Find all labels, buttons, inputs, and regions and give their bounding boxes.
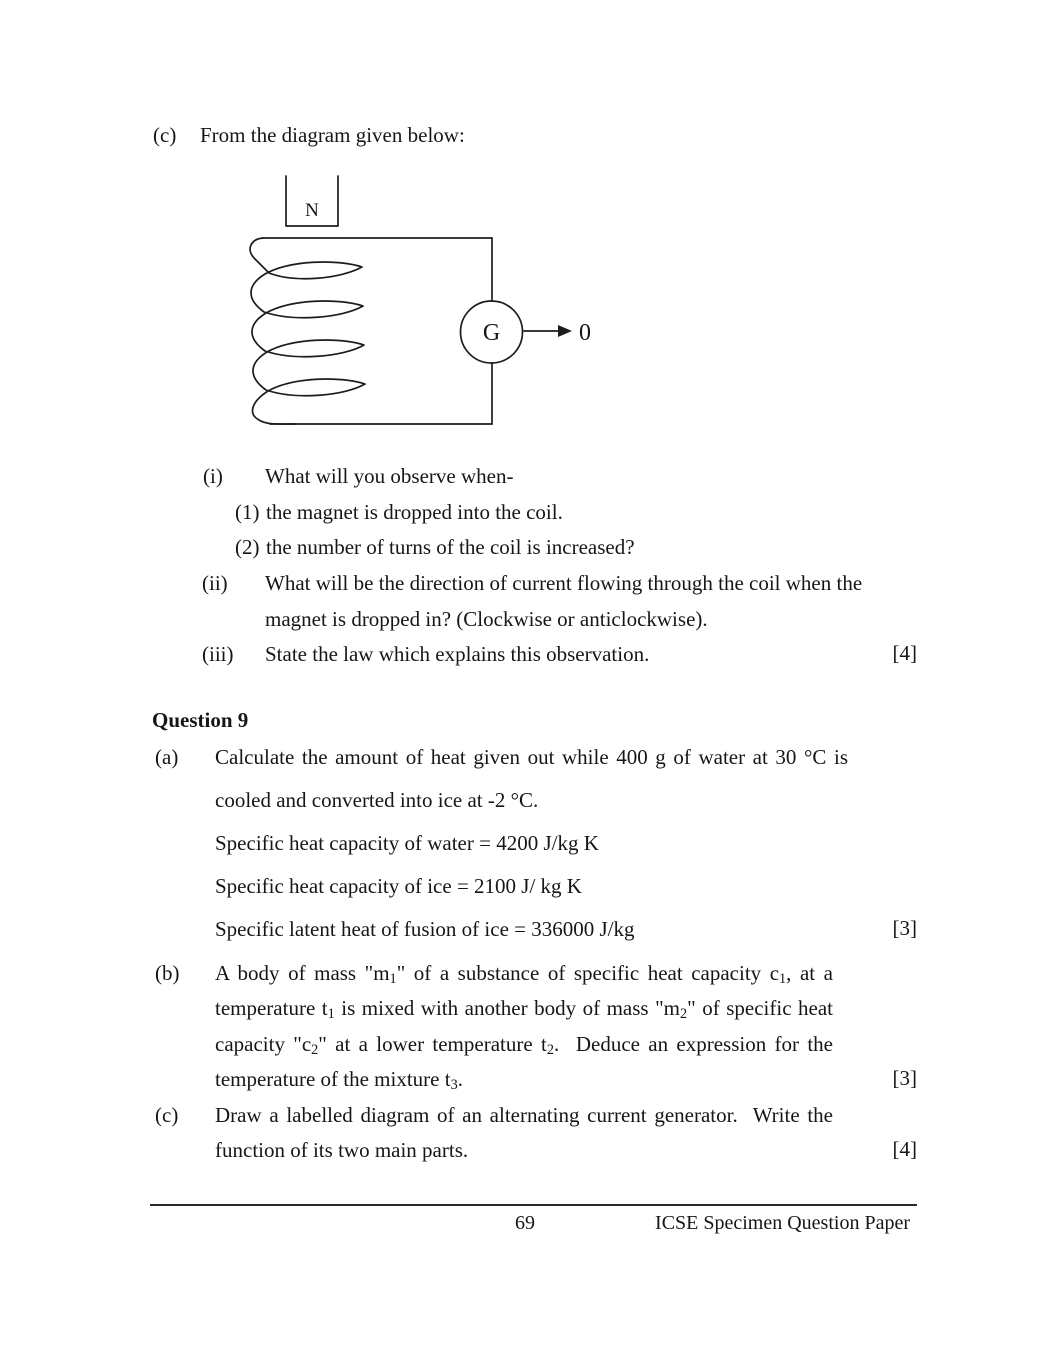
footer-source: ICSE Specimen Question Paper xyxy=(655,1212,910,1234)
item-ii-line1: What will be the direction of current fl… xyxy=(265,571,863,595)
galvanometer-label: G xyxy=(483,320,500,346)
part-b-label: (b) xyxy=(155,961,180,985)
part-a-line2: cooled and converted into ice at -2 °C. xyxy=(215,788,539,812)
part-a-data-ice: Specific heat capacity of ice = 2100 J/ … xyxy=(215,874,582,898)
marks-c: [4] xyxy=(892,1137,918,1161)
question-9-heading: Question 9 xyxy=(152,708,249,732)
item-ii-label: (ii) xyxy=(202,571,228,595)
item-iii-text: State the law which explains this observ… xyxy=(265,642,650,666)
part-c2-label: (c) xyxy=(155,1103,179,1127)
part-b-line2: temperature t1 is mixed with another bod… xyxy=(215,996,834,1023)
marks-b: [3] xyxy=(892,1066,918,1090)
circuit-diagram: N G 0 xyxy=(249,175,591,425)
item-i-text: What will you observe when- xyxy=(265,464,514,488)
arrow-head-icon xyxy=(558,325,572,337)
part-c-title: From the diagram given below: xyxy=(200,123,465,147)
part-c-line1: Draw a labelled diagram of an alternatin… xyxy=(215,1103,833,1127)
item-i-part1-label: (1) xyxy=(235,500,260,524)
part-c-line2: function of its two main parts. xyxy=(215,1138,469,1162)
marks-iii: [4] xyxy=(892,641,918,665)
page-number: 69 xyxy=(515,1212,535,1234)
part-a-label: (a) xyxy=(155,745,179,769)
part-a-data-fusion: Specific latent heat of fusion of ice = … xyxy=(215,917,635,941)
galvanometer-circle xyxy=(459,300,524,364)
item-ii-line2: magnet is dropped in? (Clockwise or anti… xyxy=(265,607,708,631)
magnet-pole-label: N xyxy=(305,200,319,221)
item-i-label: (i) xyxy=(203,464,223,488)
item-i-part1-text: the magnet is dropped into the coil. xyxy=(266,500,563,524)
magnet-outline xyxy=(285,175,339,227)
item-iii-label: (iii) xyxy=(202,642,234,666)
galvanometer-reading: 0 xyxy=(579,320,591,346)
part-b-line1: A body of mass "m1" of a substance of sp… xyxy=(215,961,833,988)
part-b-line4: temperature of the mixture t3. xyxy=(215,1067,463,1094)
item-i-part2-text: the number of turns of the coil is incre… xyxy=(266,535,635,559)
coil xyxy=(249,237,366,425)
part-a-data-water: Specific heat capacity of water = 4200 J… xyxy=(215,831,599,855)
item-i-part2-label: (2) xyxy=(235,535,260,559)
marks-a: [3] xyxy=(892,916,918,940)
part-a-line1: Calculate the amount of heat given out w… xyxy=(215,745,848,769)
footer-divider xyxy=(150,1204,917,1206)
part-c-label: (c) xyxy=(153,123,177,147)
part-b-line3: capacity "c2" at a lower temperature t2.… xyxy=(215,1032,833,1059)
